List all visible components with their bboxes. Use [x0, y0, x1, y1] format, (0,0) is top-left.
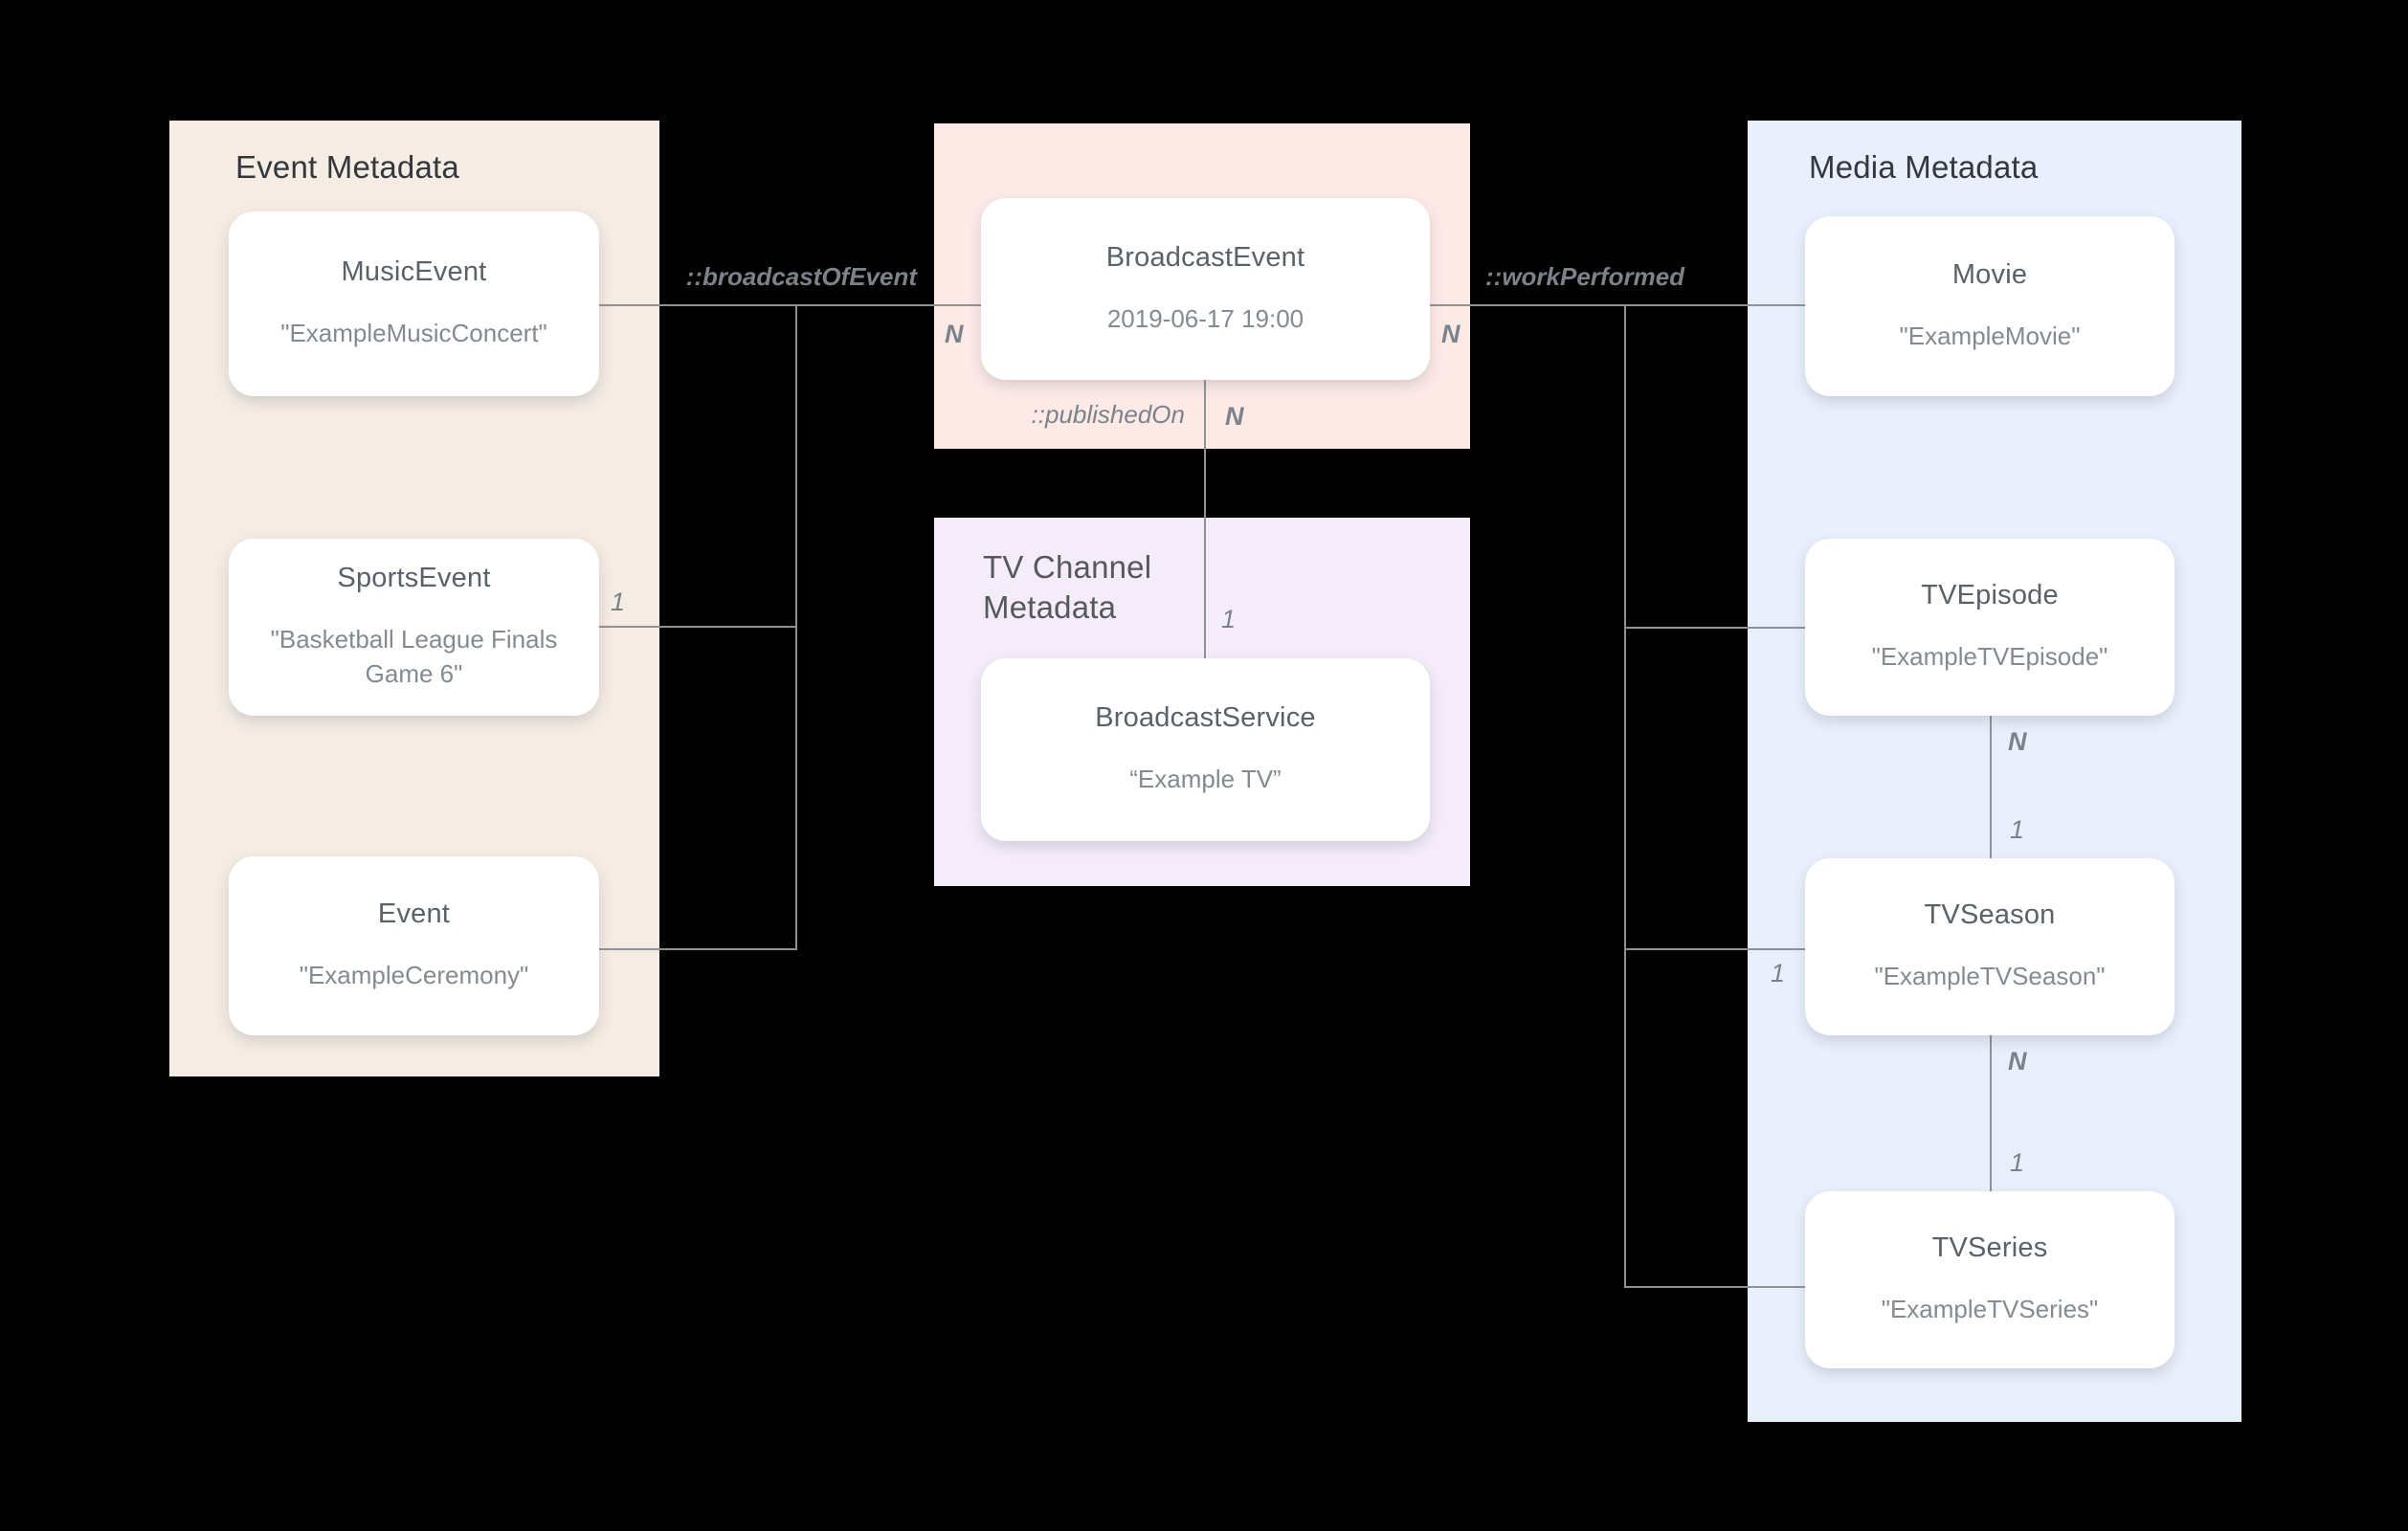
edge-tvepisode-branch	[1624, 627, 1805, 629]
node-broadcast-event-type: BroadcastEvent	[1105, 241, 1305, 273]
node-tv-season-type: TVSeason	[1924, 899, 2056, 931]
edge-tvseason-branch	[1624, 948, 1805, 950]
node-movie-value: "ExampleMovie"	[1899, 321, 2081, 350]
edge-sportsevent-branch	[596, 626, 797, 628]
cardinality-tvepisode-n: N	[2008, 727, 2027, 756]
edge-event-branch	[596, 948, 797, 950]
node-tv-episode-type: TVEpisode	[1921, 580, 2059, 611]
node-tv-season-value: "ExampleTVSeason"	[1874, 962, 2106, 991]
edge-trunk-media-side	[1624, 304, 1626, 1288]
node-broadcast-service-value: “Example TV”	[1129, 765, 1282, 794]
node-movie: Movie "ExampleMovie"	[1805, 216, 2174, 396]
node-tv-series: TVSeries "ExampleTVSeries"	[1805, 1191, 2174, 1368]
edge-label-broadcastofevent: ::broadcastOfEvent	[685, 262, 917, 291]
edge-label-publishedon: ::publishedOn	[1031, 400, 1185, 429]
media-metadata-panel-title: Media Metadata	[1809, 149, 2039, 185]
cardinality-tvseason-left-1: 1	[1771, 959, 1786, 987]
node-music-event-value: "ExampleMusicConcert"	[280, 319, 547, 348]
node-sports-event-type: SportsEvent	[337, 563, 491, 594]
node-music-event-type: MusicEvent	[341, 256, 487, 288]
node-event: Event "ExampleCeremony"	[229, 856, 599, 1035]
node-sports-event-value: "Basketball League Finals Game 6"	[270, 625, 558, 688]
node-event-type: Event	[377, 899, 451, 930]
node-sports-event: SportsEvent "Basketball League Finals Ga…	[229, 539, 599, 716]
cardinality-broadcastevent-left-n: N	[945, 320, 964, 348]
node-tv-season: TVSeason "ExampleTVSeason"	[1805, 858, 2174, 1035]
cardinality-tvepisode-1: 1	[2010, 815, 2025, 844]
node-tv-series-value: "ExampleTVSeries"	[1881, 1295, 2099, 1324]
node-event-value: "ExampleCeremony"	[299, 961, 529, 990]
edge-musicevent-to-broadcastevent	[599, 304, 981, 306]
node-music-event: MusicEvent "ExampleMusicConcert"	[229, 211, 599, 396]
edge-broadcastevent-to-movie	[1425, 304, 1805, 306]
node-broadcast-service-type: BroadcastService	[1095, 702, 1316, 734]
node-tv-episode: TVEpisode "ExampleTVEpisode"	[1805, 539, 2174, 716]
cardinality-publishedon-n: N	[1225, 402, 1244, 431]
node-movie-type: Movie	[1951, 258, 2028, 290]
cardinality-sportsevent-1: 1	[611, 588, 626, 616]
node-tv-series-type: TVSeries	[1931, 1232, 2048, 1264]
cardinality-broadcastservice-1: 1	[1221, 605, 1237, 633]
edge-broadcastevent-to-broadcastservice	[1204, 380, 1206, 658]
event-metadata-panel-title: Event Metadata	[235, 149, 459, 185]
node-broadcast-event-value: 2019-06-17 19:00	[1106, 303, 1304, 333]
node-broadcast-event: BroadcastEvent 2019-06-17 19:00	[981, 198, 1430, 380]
tv-channel-metadata-panel-title: TV Channel Metadata	[983, 549, 1152, 626]
edge-tvseries-branch	[1624, 1286, 1805, 1288]
cardinality-tvseason-1: 1	[2010, 1148, 2025, 1177]
edge-tvseason-to-tvseries	[1990, 1035, 1992, 1191]
cardinality-broadcastevent-right-n: N	[1441, 320, 1460, 348]
node-broadcast-service: BroadcastService “Example TV”	[981, 658, 1430, 841]
cardinality-tvseason-n: N	[2008, 1047, 2027, 1076]
edge-tvepisode-to-tvseason	[1990, 716, 1992, 858]
edge-label-workperformed: ::workPerformed	[1485, 262, 1685, 291]
node-tv-episode-value: "ExampleTVEpisode"	[1871, 642, 2108, 672]
